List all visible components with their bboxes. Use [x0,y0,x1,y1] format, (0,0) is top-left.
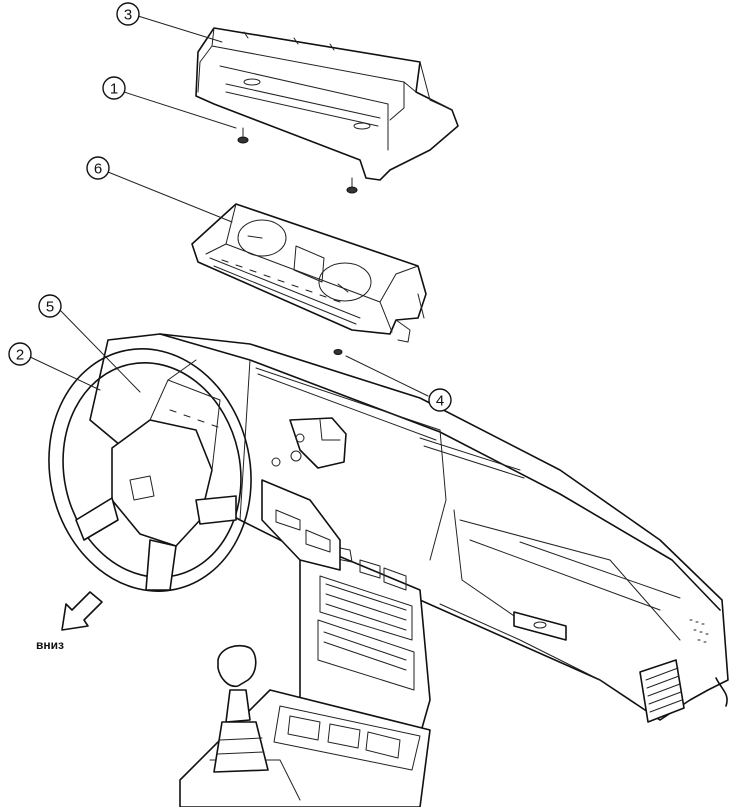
cluster-screw [333,349,343,355]
callout-label-3: 3 [124,7,132,24]
callout-label-2: 2 [16,347,24,364]
down-arrow-icon [61,591,103,631]
leader-lines [27,15,429,397]
cluster-hood [195,27,459,181]
steering-wheel [48,348,252,592]
callout-label-6: 6 [94,161,102,178]
gear-shifter [213,644,269,773]
callout-6: 6 [86,156,110,180]
dashboard [89,333,729,723]
center-console [261,479,431,771]
callout-label-5: 5 [46,299,54,316]
column-bracket [271,417,347,469]
callout-label-4: 4 [436,393,444,410]
callout-1: 1 [102,76,126,100]
hood-screw-right [346,177,358,194]
callout-label-1: 1 [110,81,118,98]
callout-2: 2 [8,342,32,366]
instrument-cluster [191,203,427,343]
callout-3: 3 [116,2,140,26]
hood-screw-left [237,127,249,144]
callout-5: 5 [38,294,62,318]
down-direction-label: вниз [36,638,64,652]
callout-4: 4 [428,388,452,412]
